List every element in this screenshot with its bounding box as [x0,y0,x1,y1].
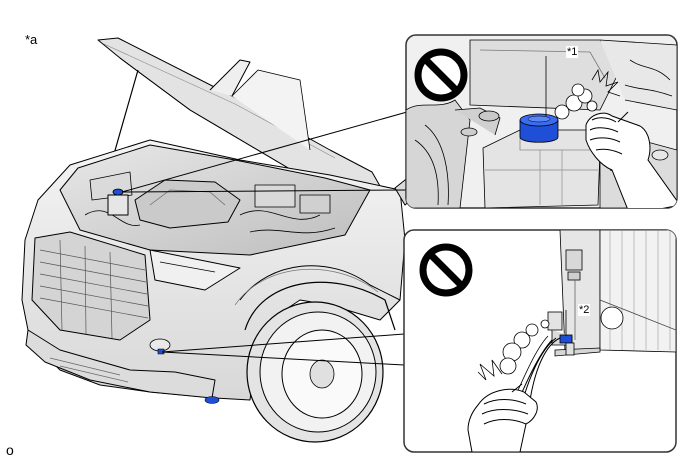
prohibited-icon [419,243,473,297]
corner-mark: o [6,442,14,458]
steam-burst-icon [477,319,550,381]
detail-panel-drain-cock [403,229,677,453]
callout-2: *2 [578,304,591,316]
hand-icon [467,383,538,452]
coolant-reservoir [107,194,129,216]
view-label: *a [25,32,38,47]
steam-burst-icon [554,68,621,120]
drain-cock [559,334,573,344]
headlight [149,249,241,291]
vehicle-illustration [21,37,423,443]
reservoir-cap-highlight [112,188,124,196]
leader-lines [121,111,408,366]
prohibited-icon [414,48,468,102]
detail-panel-radiator-cap [405,34,678,209]
callout-1: *1 [566,46,579,58]
hand-icon [585,111,677,208]
